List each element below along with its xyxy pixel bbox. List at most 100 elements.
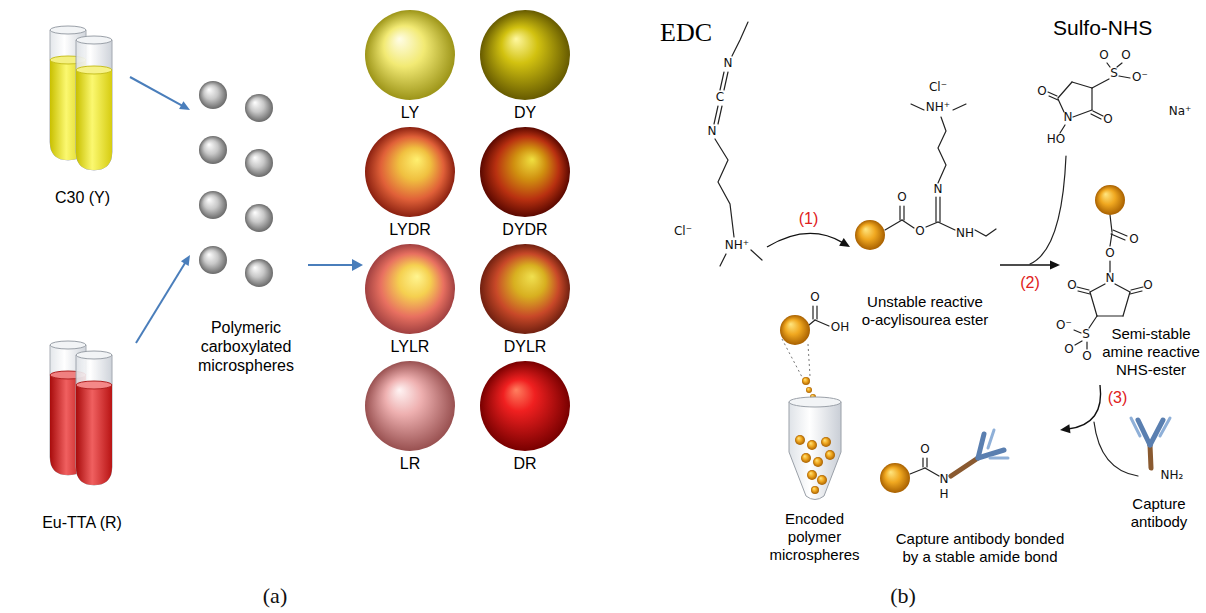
atom-label: O bbox=[915, 225, 924, 238]
chemical-bond bbox=[714, 22, 1143, 476]
atom-label: S bbox=[1082, 328, 1090, 341]
chemical-bond bbox=[720, 254, 726, 266]
chemical-bond bbox=[1097, 315, 1123, 316]
node-text: LYLR bbox=[355, 337, 465, 356]
sample-tube bbox=[825, 450, 835, 460]
test-tube bbox=[76, 70, 112, 170]
encoded-microsphere bbox=[480, 127, 570, 217]
chemical-bond bbox=[1110, 233, 1112, 246]
node-text: Eu-TTA (R) bbox=[28, 513, 136, 532]
process-arrow bbox=[308, 264, 354, 266]
sample-tube bbox=[789, 397, 841, 407]
chemical-bond bbox=[926, 222, 938, 227]
grey-microsphere bbox=[199, 81, 227, 109]
chemical-bond bbox=[885, 220, 902, 230]
step-number: (2) bbox=[1020, 274, 1040, 292]
chemical-bond bbox=[1073, 110, 1092, 117]
chemical-bond bbox=[1086, 342, 1087, 349]
atom-label: Na⁺ bbox=[1169, 105, 1192, 118]
chemical-bond bbox=[809, 320, 815, 325]
step-number: (1) bbox=[799, 210, 819, 228]
chemical-bond bbox=[812, 306, 813, 319]
chemical-bond bbox=[732, 22, 748, 56]
chemical-bond bbox=[1049, 96, 1058, 100]
chemical-bond bbox=[1078, 291, 1090, 294]
chemical-bond bbox=[714, 106, 718, 124]
arrow-head bbox=[839, 238, 850, 247]
step-number: (3) bbox=[1108, 389, 1128, 407]
process-arrow bbox=[352, 259, 363, 271]
atom-label: C bbox=[716, 91, 724, 104]
connector-line bbox=[1068, 385, 1101, 429]
chemical-bond bbox=[1119, 76, 1130, 78]
test-tube bbox=[76, 381, 112, 389]
chemical-bond bbox=[718, 106, 722, 124]
antibody-figure: Capture antibody bbox=[1115, 410, 1203, 535]
connector-line bbox=[130, 77, 183, 106]
sample-tube bbox=[807, 470, 817, 480]
node-text: Capture antibody bbox=[1115, 495, 1203, 531]
chemical-bond bbox=[938, 117, 946, 183]
chemical-bond bbox=[935, 197, 936, 222]
connector bbox=[767, 233, 850, 247]
chemical-bond bbox=[1091, 114, 1101, 119]
atom-label: O bbox=[1103, 113, 1112, 126]
grey-microsphere bbox=[245, 204, 273, 232]
atom-label: O bbox=[897, 191, 906, 204]
node-text: Capture antibody bonded by a stable amid… bbox=[890, 530, 1070, 566]
atom-label: N bbox=[1106, 272, 1115, 285]
arrow-head bbox=[1050, 261, 1060, 270]
chemical-bond bbox=[816, 306, 817, 319]
chemical-bond bbox=[953, 104, 966, 110]
node-text: LYDR bbox=[355, 220, 465, 239]
sphere-node: LYDR bbox=[355, 125, 465, 241]
chemical-bond bbox=[1058, 82, 1072, 98]
chemical-bond bbox=[1130, 291, 1142, 294]
sample-tube bbox=[807, 440, 817, 450]
chemical-bond bbox=[1107, 63, 1110, 67]
node-text: LY bbox=[355, 103, 465, 122]
chemical-bond bbox=[1058, 99, 1064, 112]
atom-label: O bbox=[1082, 350, 1091, 363]
node-text: EDC bbox=[660, 17, 730, 48]
node-text: DY bbox=[470, 103, 580, 122]
node-text: Semi-stable amine reactive NHS-ester bbox=[1101, 325, 1201, 379]
encoded-microsphere bbox=[365, 10, 455, 100]
sample-tube bbox=[801, 453, 811, 463]
atom-label: Cl⁻ bbox=[674, 225, 692, 238]
intermediate-structure: Semi-stable amine reactive NHS-ester bbox=[1060, 183, 1204, 385]
atom-label: N bbox=[708, 125, 717, 138]
atom-label: O bbox=[810, 291, 819, 304]
product-structure: Capture antibody bonded by a stable amid… bbox=[870, 430, 1090, 578]
atom-label: O bbox=[1064, 343, 1073, 356]
arrow-head bbox=[181, 255, 190, 266]
antibody bbox=[1131, 418, 1140, 436]
node-text: Polymeric carboxylated microspheres bbox=[190, 318, 302, 376]
chemical-bond bbox=[1115, 284, 1130, 292]
encoded-microsphere bbox=[365, 361, 455, 451]
tube-pair: C30 (Y) bbox=[35, 22, 130, 212]
chemical-bond bbox=[925, 468, 939, 476]
sample-tube bbox=[789, 402, 841, 500]
sphere-node: DYLR bbox=[470, 242, 580, 358]
antibody bbox=[988, 430, 994, 448]
chemical-bond bbox=[1074, 330, 1081, 333]
test-tube bbox=[50, 26, 86, 34]
atom-label: O⁻ bbox=[1132, 71, 1148, 84]
chemical-bond bbox=[911, 104, 924, 110]
node-text: Sulfo-NHS bbox=[1053, 15, 1173, 40]
grey-microsphere bbox=[245, 94, 273, 122]
atom-label: N bbox=[940, 473, 949, 486]
chemical-bond bbox=[1113, 230, 1127, 236]
chemical-bond bbox=[715, 139, 734, 237]
chemical-bond bbox=[1030, 156, 1066, 264]
chemical-bond bbox=[1109, 261, 1110, 272]
chemical-bond bbox=[1123, 292, 1130, 316]
sample-tube bbox=[817, 475, 827, 485]
grey-microsphere bbox=[245, 259, 273, 287]
node-text: Unstable reactive o-acylisourea ester bbox=[860, 293, 990, 329]
chemical-bond bbox=[1110, 215, 1112, 232]
grey-microsphere bbox=[199, 81, 273, 287]
chemical-bond bbox=[1094, 422, 1138, 476]
